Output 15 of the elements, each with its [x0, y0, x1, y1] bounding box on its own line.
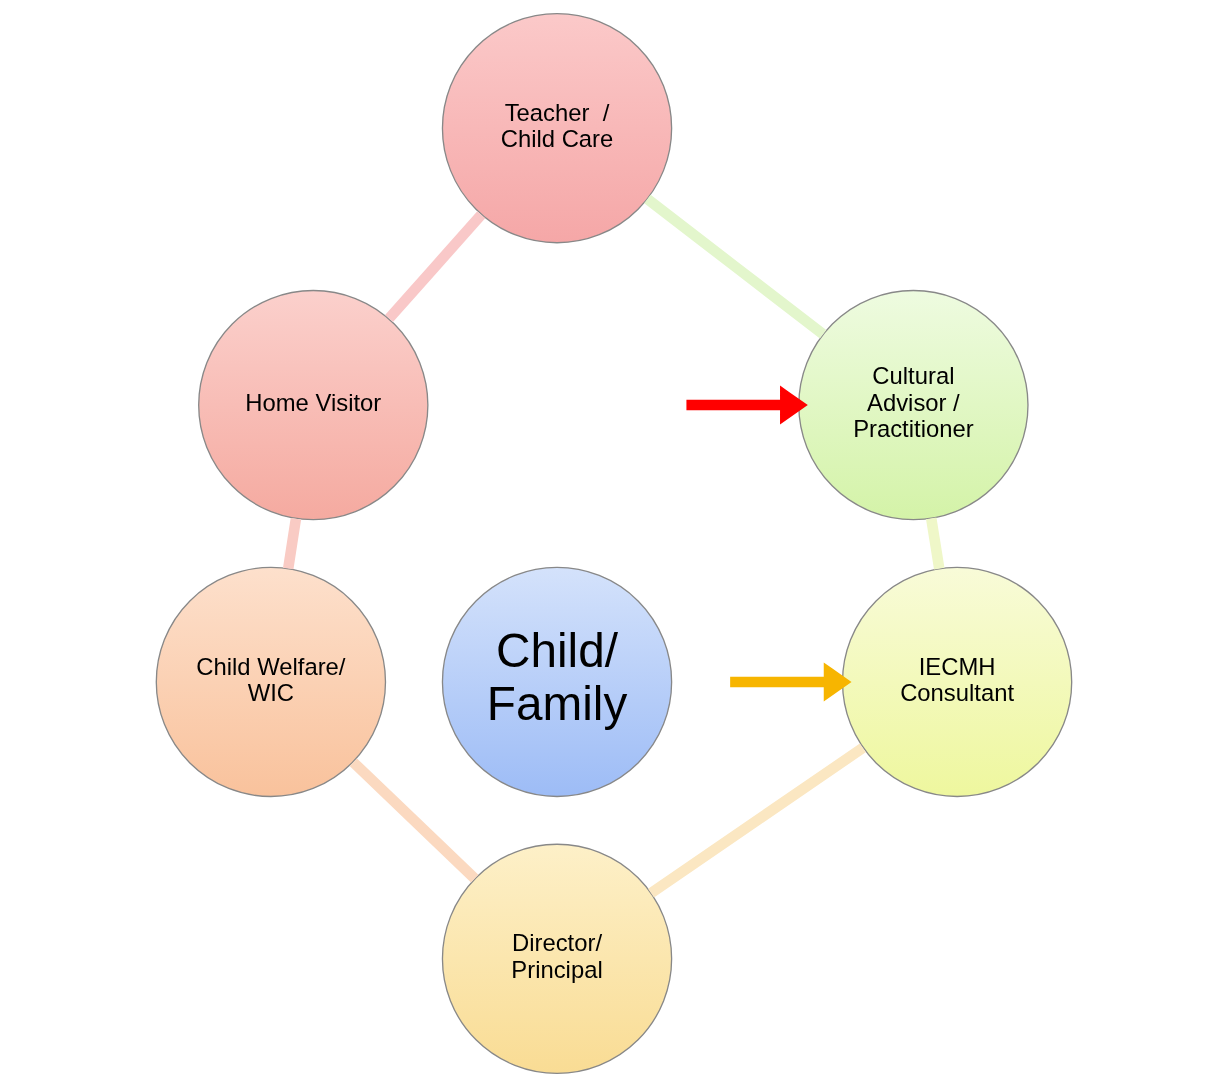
node-circle: Cultural Advisor / Practitioner — [797, 289, 1029, 521]
node-circle: Director/ Principal — [441, 843, 672, 1075]
connector — [643, 194, 826, 339]
connector — [647, 743, 866, 898]
connector — [925, 517, 944, 570]
connector — [349, 758, 478, 883]
node-circle: IECMH Consultant — [841, 566, 1072, 798]
connector — [282, 517, 301, 570]
arrow — [729, 662, 852, 702]
arrow — [685, 385, 808, 425]
node-circle: Child Welfare/ WIC — [155, 566, 386, 798]
node-circle: Home Visitor — [197, 289, 429, 521]
node-circle: Child/ Family — [441, 566, 672, 798]
node-circle: Teacher / Child Care — [441, 12, 672, 244]
connector — [384, 211, 485, 323]
